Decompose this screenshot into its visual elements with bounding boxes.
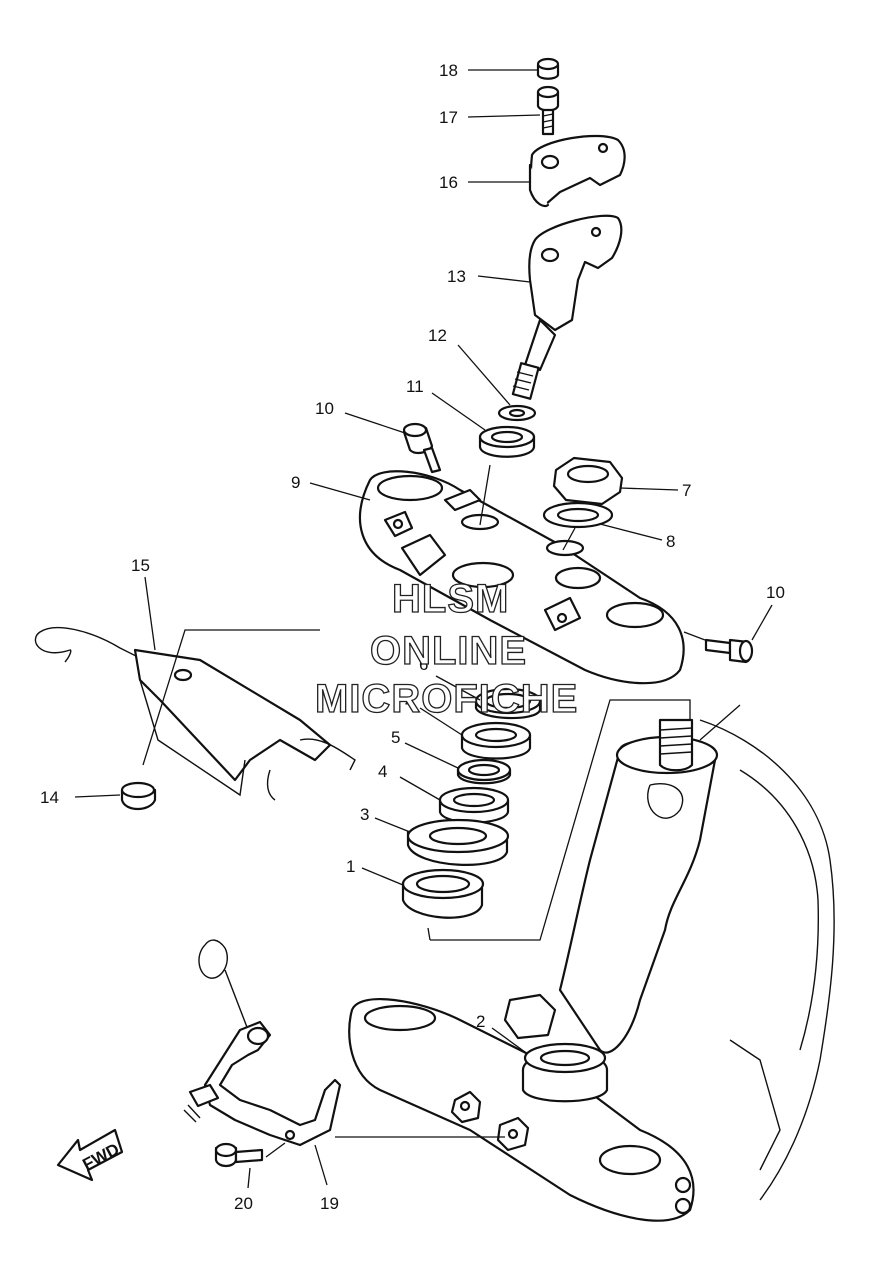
callout-7: 7 <box>682 481 691 500</box>
callout-17: 17 <box>439 108 458 127</box>
part-16-holder-upper <box>528 134 626 208</box>
callout-9: 9 <box>291 473 300 492</box>
callout-14: 14 <box>40 788 59 807</box>
part-20-bolt <box>214 1142 264 1168</box>
part-19-bracket <box>183 939 342 1147</box>
part-12-washer <box>497 404 537 422</box>
leader-lines <box>74 69 773 1189</box>
callout-6: 6 <box>419 655 428 674</box>
part-7-nut <box>552 456 624 506</box>
callout-16: 16 <box>439 173 458 192</box>
part-5-washer <box>456 758 512 785</box>
part-4-nut-upper <box>460 721 532 760</box>
callout-18: 18 <box>439 61 458 80</box>
callout-4-lower: 4 <box>378 762 387 781</box>
frame-head-pipe <box>558 718 835 1201</box>
part-4-nut-lower <box>438 786 510 824</box>
callout-11: 11 <box>406 377 424 396</box>
part-13-holder-lower <box>511 214 623 400</box>
lower-bracket <box>348 993 695 1222</box>
callout-10-left: 10 <box>315 399 334 418</box>
watermark-line2: ONLINE <box>370 629 527 673</box>
part-14-nut <box>120 781 157 811</box>
callout-2: 2 <box>476 1012 485 1031</box>
callout-19: 19 <box>320 1194 339 1213</box>
part-15-wire <box>34 626 356 801</box>
part-10-bolt-right <box>704 638 754 664</box>
callout-15: 15 <box>131 556 150 575</box>
callout-13: 13 <box>447 267 466 286</box>
callout-4-upper: 4 <box>405 692 414 711</box>
part-11-collar <box>478 425 536 458</box>
watermark: HLSM ONLINE MICROFICHE <box>314 576 578 721</box>
callout-labels: 18 17 16 13 12 11 10 9 7 8 10 15 6 4 5 4… <box>40 61 785 1213</box>
part-8-washer <box>542 501 614 529</box>
callout-1: 1 <box>346 857 355 876</box>
callout-8: 8 <box>666 532 675 551</box>
callout-12: 12 <box>428 326 447 345</box>
part-17-bolt <box>536 85 560 136</box>
callout-3: 3 <box>360 805 369 824</box>
part-18-cap <box>536 57 560 80</box>
watermark-line1: HLSM <box>392 577 509 621</box>
fwd-arrow: FWD <box>56 1128 124 1182</box>
part-1-bearing <box>401 868 485 919</box>
callout-5: 5 <box>391 728 400 747</box>
part-6-ring-nut <box>474 687 542 720</box>
callout-10-right: 10 <box>766 583 785 602</box>
part-3-seal <box>406 818 510 866</box>
part-2-bearing <box>523 1042 607 1074</box>
callout-20: 20 <box>234 1194 253 1213</box>
watermark-line3: MICROFICHE <box>315 677 578 721</box>
part-10-bolt-left <box>402 422 442 474</box>
part-9-upper-bracket <box>358 470 685 685</box>
